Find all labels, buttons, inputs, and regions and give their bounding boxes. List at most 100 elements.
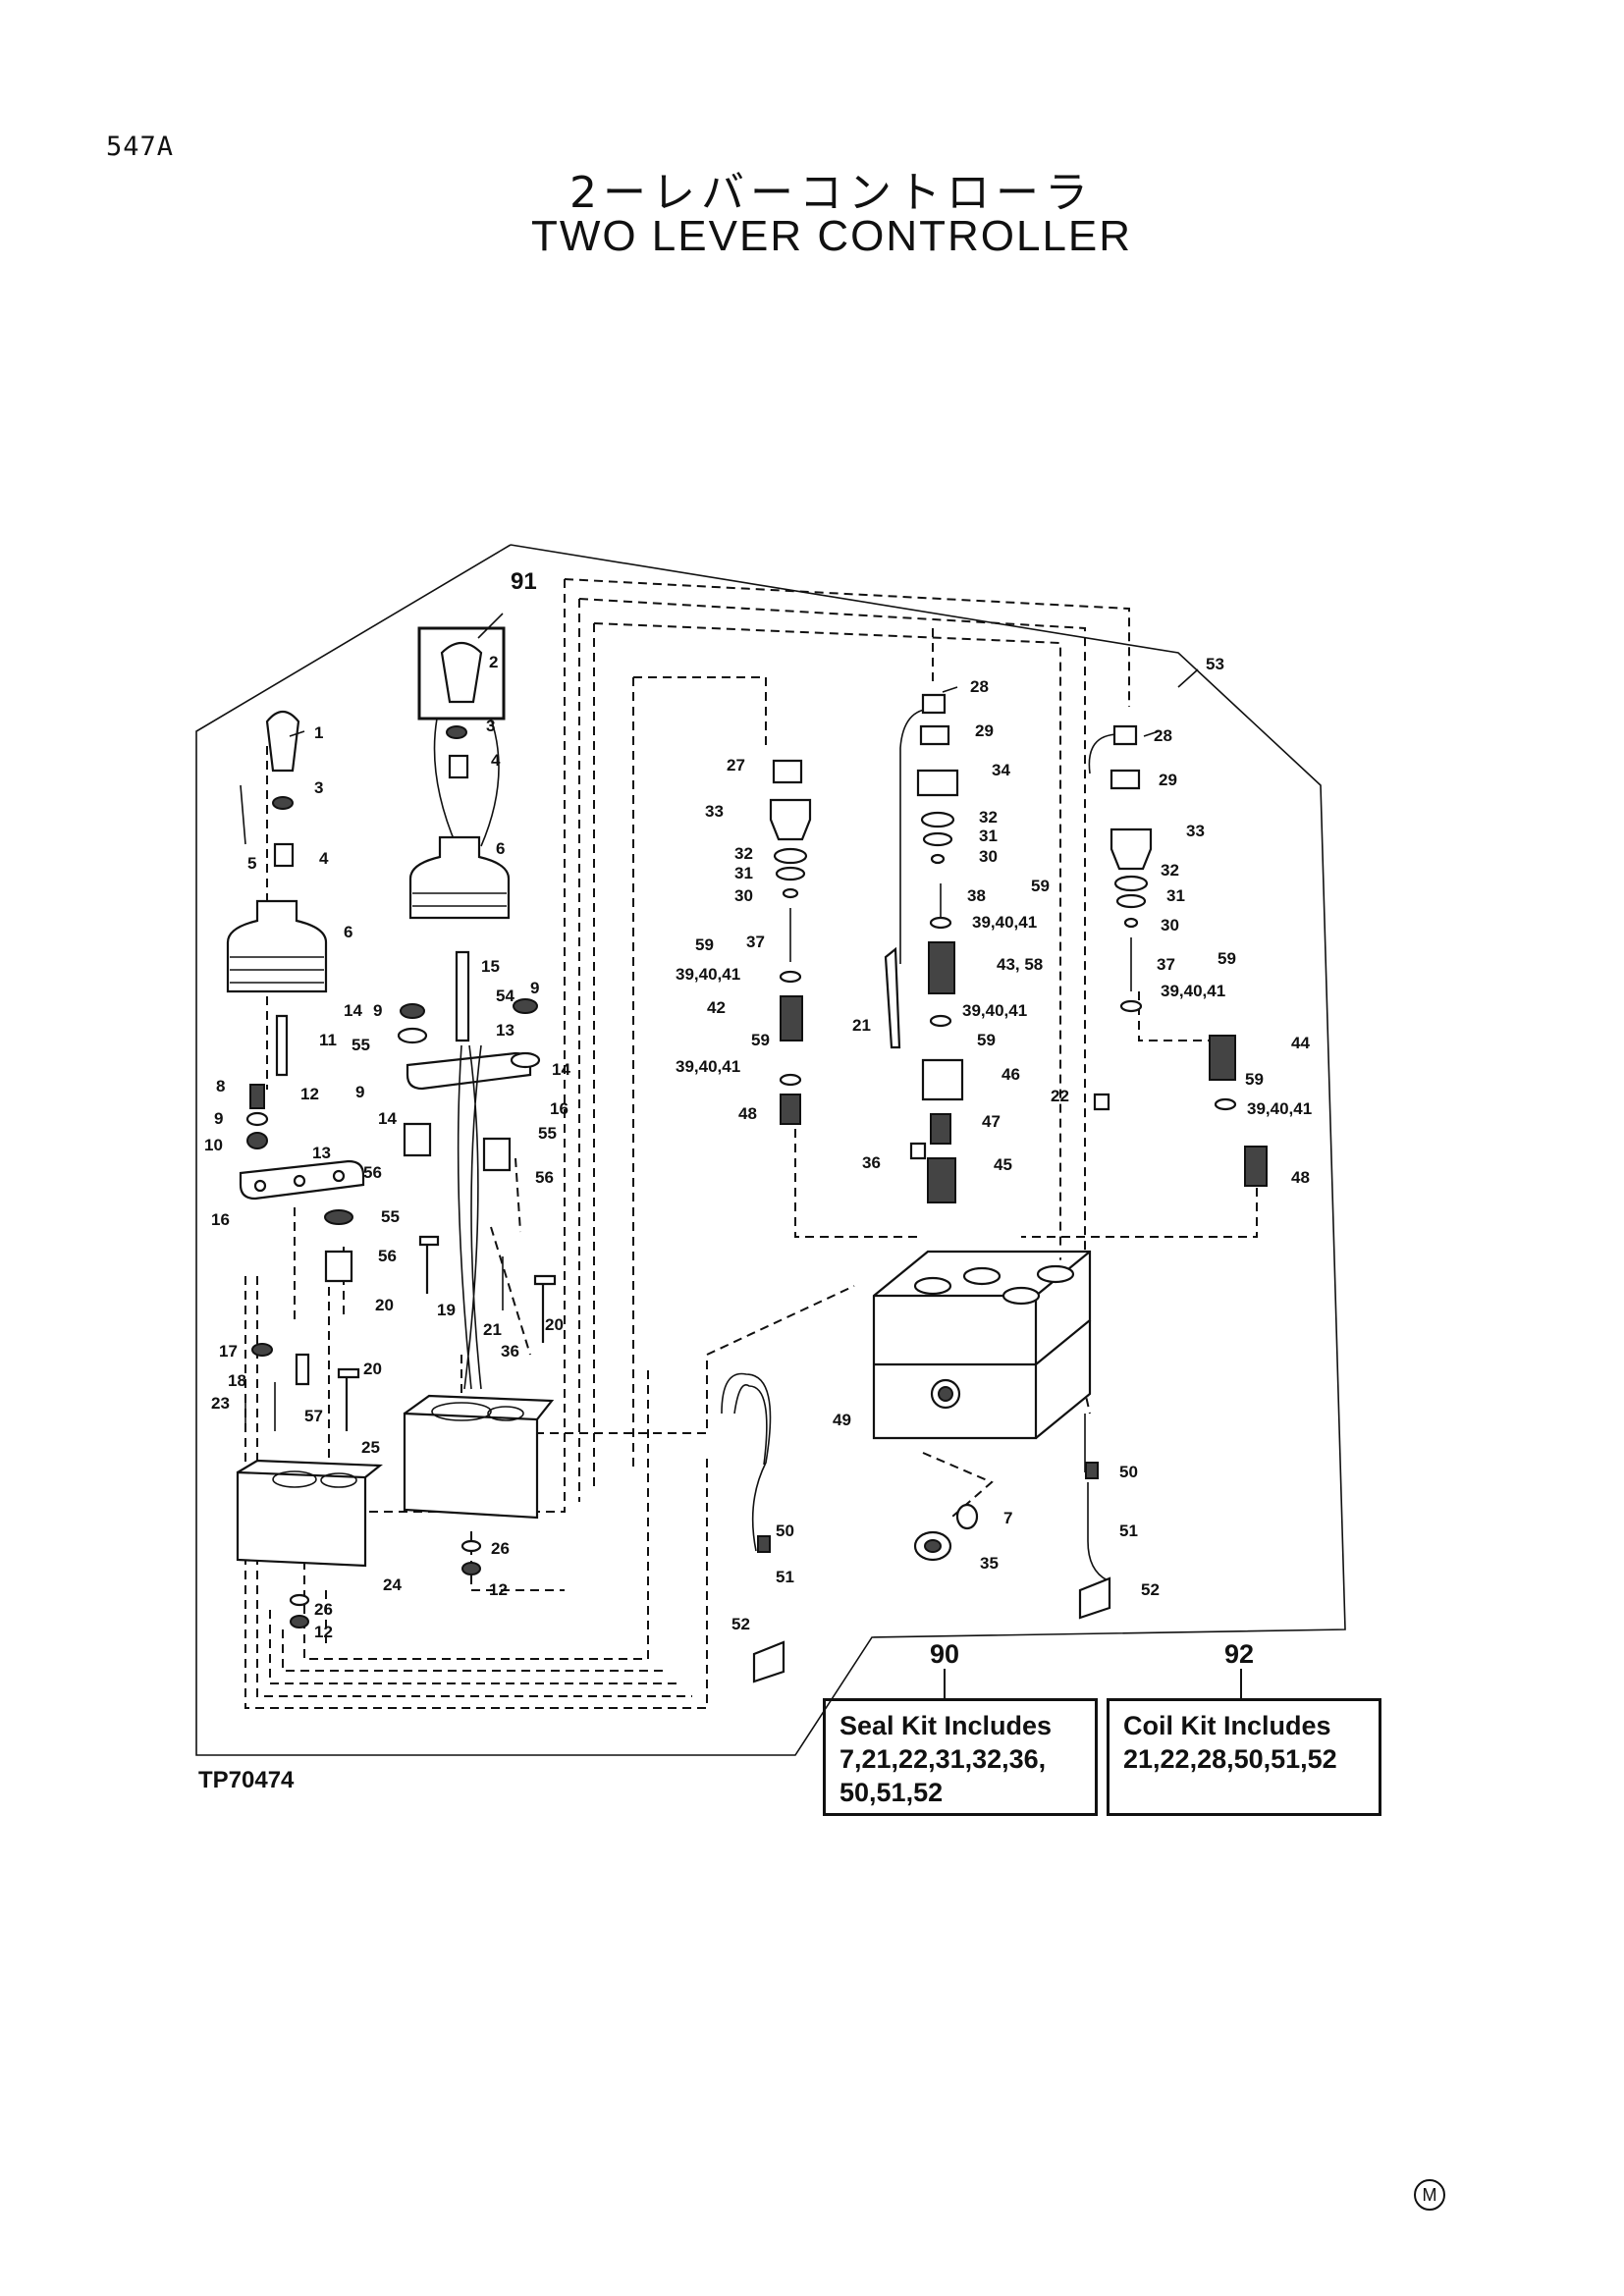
callout-48-b: 48 xyxy=(1291,1168,1310,1187)
rubber-boot-mid xyxy=(408,835,511,920)
callout-53: 53 xyxy=(1206,655,1224,673)
callout-48-a: 48 xyxy=(738,1104,757,1123)
callout-29-b: 29 xyxy=(1159,771,1177,789)
callout-5: 5 xyxy=(247,854,256,873)
callout-33-b: 33 xyxy=(1186,822,1205,840)
o-ring-7 xyxy=(955,1503,979,1530)
callout-29-a: 29 xyxy=(975,721,994,740)
screw-36 xyxy=(909,1142,927,1160)
callout-56-a: 56 xyxy=(363,1163,382,1182)
callout-10: 10 xyxy=(204,1136,223,1154)
callout-57: 57 xyxy=(304,1407,323,1425)
wires-mid xyxy=(457,1044,482,1390)
callout-6-mid: 6 xyxy=(496,839,505,858)
callout-55-c: 55 xyxy=(381,1207,400,1226)
callout-30-b: 30 xyxy=(979,847,998,866)
pusher-20-right xyxy=(533,1274,557,1343)
callout-18: 18 xyxy=(228,1371,246,1390)
bushing-56-mid1 xyxy=(403,1122,432,1157)
callout-3941-f: 39,40,41 xyxy=(1247,1099,1312,1118)
callout-9-b: 9 xyxy=(373,1001,382,1020)
callout-3-mid: 3 xyxy=(486,717,495,735)
pusher-57 xyxy=(295,1353,310,1386)
callout-13-left: 13 xyxy=(312,1144,331,1162)
terminal-50-left xyxy=(757,1535,771,1553)
callout-55-b: 55 xyxy=(538,1124,557,1143)
boot-ribs-left xyxy=(230,956,324,984)
callout-3941-e: 39,40,41 xyxy=(1161,982,1225,1000)
callout-31-c: 31 xyxy=(1166,886,1185,905)
nut-12-left xyxy=(290,1615,309,1629)
callout-12-a: 12 xyxy=(300,1085,319,1103)
coil-28-b xyxy=(1112,724,1138,746)
spool-43 xyxy=(928,941,955,994)
guide-34 xyxy=(916,769,959,797)
connector-52-right xyxy=(1078,1576,1111,1620)
callout-20-c: 20 xyxy=(363,1360,382,1378)
callout-30-a: 30 xyxy=(734,886,753,905)
lever-shaft-mid xyxy=(455,950,470,1042)
coil-kit-line2: 21,22,28,50,51,52 xyxy=(1123,1744,1337,1774)
callout-37-b: 37 xyxy=(1157,955,1175,974)
callout-32-c: 32 xyxy=(1161,861,1179,880)
callout-11: 11 xyxy=(319,1031,337,1049)
drawing-reference: TP70474 xyxy=(198,1767,295,1793)
callout-12-left: 12 xyxy=(314,1623,333,1641)
terminal-50-right xyxy=(1085,1462,1099,1479)
callout-44: 44 xyxy=(1291,1034,1310,1052)
callout-32-b: 32 xyxy=(979,808,998,827)
callout-27: 27 xyxy=(727,756,745,774)
callout-34: 34 xyxy=(992,761,1010,779)
guide-33-b xyxy=(1110,828,1153,871)
callout-3-left: 3 xyxy=(314,778,323,797)
wire-harness-mid xyxy=(433,718,500,847)
callout-25: 25 xyxy=(361,1438,380,1457)
callout-30-c: 30 xyxy=(1161,916,1179,934)
page-number: 547A xyxy=(106,132,175,162)
bushing-56-left xyxy=(324,1250,353,1283)
lever-shaft-left xyxy=(275,1014,289,1077)
callout-59-f: 59 xyxy=(1245,1070,1264,1089)
callout-32-a: 32 xyxy=(734,844,753,863)
spool-42 xyxy=(780,995,803,1041)
callout-3941-c: 39,40,41 xyxy=(972,913,1037,932)
lever-kit-box xyxy=(417,626,506,721)
callout-9-a: 9 xyxy=(530,979,539,997)
coil-kit-box: Coil Kit Includes 21,22,28,50,51,52 xyxy=(1107,1698,1381,1816)
assembly-boundary xyxy=(195,544,1346,1756)
rubber-boot-left xyxy=(226,899,328,993)
callout-59-d: 59 xyxy=(977,1031,996,1049)
callout-52-right: 52 xyxy=(1141,1580,1160,1599)
spring-47 xyxy=(930,1113,951,1145)
harness-right xyxy=(1084,1414,1109,1581)
callout-24: 24 xyxy=(383,1575,402,1594)
callout-46: 46 xyxy=(1001,1065,1020,1084)
callout-15: 15 xyxy=(481,957,500,976)
callout-28-b: 28 xyxy=(1154,726,1172,745)
callout-28-a: 28 xyxy=(970,677,989,696)
housing-24 xyxy=(236,1459,383,1568)
bushing-56-mid2 xyxy=(482,1137,512,1172)
housing-25 xyxy=(403,1394,555,1520)
spacer xyxy=(273,842,295,868)
pin-21 xyxy=(884,946,901,1049)
manufacturer-mark: M xyxy=(1414,2179,1445,2211)
callout-59-e: 59 xyxy=(1218,949,1236,968)
callout-26-mid: 26 xyxy=(491,1539,510,1558)
connector-52-left xyxy=(752,1640,785,1683)
cap-29-b xyxy=(1110,769,1141,790)
wire-pin xyxy=(240,784,246,845)
kit-92-leader xyxy=(1240,1669,1242,1698)
dashed-routing xyxy=(244,578,1258,1709)
callout-14-b: 14 xyxy=(552,1060,570,1079)
callout-37-a: 37 xyxy=(746,933,765,951)
spool-44 xyxy=(1209,1035,1236,1081)
spring-48-b xyxy=(1244,1146,1268,1187)
callout-51-right: 51 xyxy=(1119,1522,1138,1540)
lever-grip-kit xyxy=(440,641,483,704)
spring-45 xyxy=(927,1157,956,1203)
nut-17 xyxy=(251,1343,273,1357)
callout-91: 91 xyxy=(511,568,537,595)
callout-13-mid: 13 xyxy=(496,1021,514,1040)
callout-59-a: 59 xyxy=(695,935,714,954)
